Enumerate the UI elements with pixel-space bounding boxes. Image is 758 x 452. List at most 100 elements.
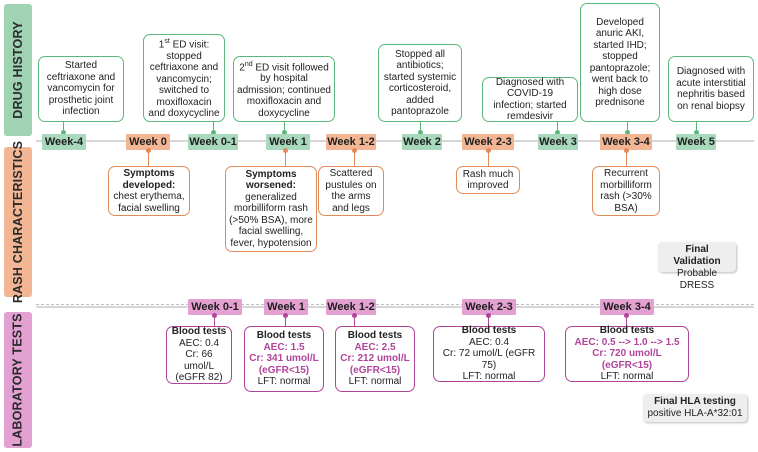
timeline-dot [624,313,629,318]
connector-line [626,151,627,166]
timeline-dot [486,313,491,318]
timeline-dot [211,130,216,135]
timeline-dot [486,148,491,153]
lab-result-box: Blood tests AEC: 1.5 Cr: 341 umol/L (eGF… [244,326,324,392]
week-tag-drug: Week 1 [266,134,310,150]
final-hla-box: Final HLA testing positive HLA-A*32:01 [643,394,747,422]
rash-event-box: Recurrent morbilliform rash (>30% BSA) [592,166,660,216]
timeline-dot [283,148,288,153]
lab-aec-value: AEC: 1.5 [263,341,305,353]
lab-result-title: Blood tests [461,325,517,337]
timeline-dot [212,313,217,318]
lab-result-title: Blood tests [599,325,655,337]
lab-cr-value: Cr: 66 umol/L (eGFR 82) [175,349,223,384]
week-tag-rash: Week 0 [126,134,170,150]
ordinal-suffix: nd [244,60,253,68]
lab-aec-value: AEC: 0.4 [178,337,220,349]
drug-event-box: 2nd ED visit followed by hospital admiss… [233,56,335,122]
lab-result-title: Blood tests [256,330,312,342]
drug-event-text: Diagnosed with COVID-19 infection; start… [493,76,567,123]
drug-event-text: 2nd ED visit followed by hospital admiss… [237,59,331,120]
connector-line [420,122,421,133]
timeline-dot [555,130,560,135]
timeline-dot [694,130,699,135]
connector-line [213,122,214,133]
connector-line [354,316,355,326]
drug-event-text: Diagnosed with acute interstitial nephri… [676,66,746,112]
timeline-dot [418,130,423,135]
drug-event-box: Stopped all antibiotics; started systemi… [378,44,462,122]
drug-event-box: Developed anuric AKI, started IHD; stopp… [580,3,660,122]
drug-event-text-body: ED visit followed by hospital admission;… [237,61,331,119]
section-lab-label: LABORATORY TESTS [11,313,25,447]
connector-line [63,122,64,133]
rash-event-box: Symptoms developed: chest erythema, faci… [108,166,190,216]
section-rash-label: RASH CHARACTERISTICS [11,140,25,304]
connector-line [148,151,149,166]
ordinal-number: 2 [239,61,245,73]
final-hla-title: Final HLA testing [654,396,736,407]
timeline-dot [352,313,357,318]
week-tag-lab: Week 2-3 [462,299,516,315]
drug-event-box: Started ceftriaxone and vancomycin for p… [38,56,124,122]
week-tag-lab: Week 0-1 [188,299,242,315]
lab-result-box: Blood tests AEC: 2.5 Cr: 212 umol/L (eGF… [335,326,415,392]
lab-result-box: Blood tests AEC: 0.4 Cr: 66 umol/L (eGFR… [166,326,232,384]
rash-event-text: chest erythema, facial swelling [113,191,185,214]
week-tag-lab: Week 3-4 [600,299,654,315]
lab-aec-value: AEC: 0.4 [468,336,510,348]
lab-aec-value: AEC: 0.5 --> 1.0 --> 1.5 [574,336,680,348]
timeline-dot [61,130,66,135]
timeline-dot [282,130,287,135]
lab-timeline-bar [36,306,754,308]
rash-event-text: Scattered pustules on the arms and legs [325,168,377,214]
week-tag-drug: Week-4 [42,134,86,150]
week-tag-lab: Week 1 [264,299,308,315]
connector-line [285,316,286,326]
lab-result-box: Blood tests AEC: 0.5 --> 1.0 --> 1.5 Cr:… [565,325,689,383]
lab-aec-value: AEC: 2.5 [354,341,396,353]
week-tag-rash: Week 3-4 [600,134,652,150]
ordinal-suffix: st [164,38,170,46]
section-drug-label: DRUG HISTORY [11,21,25,119]
connector-line [557,122,558,133]
lab-lft-value: LFT: normal [348,376,402,388]
week-tag-drug: Week 3 [538,134,578,150]
ordinal-number: 1 [158,39,165,51]
rash-event-heading: Symptoms worsened: [245,168,297,192]
timeline-dot [625,130,630,135]
lab-cr-value: Cr: 341 umol/L (eGFR<15) [249,353,319,376]
week-tag-lab: Week 1-2 [326,299,376,315]
section-rash-characteristics: RASH CHARACTERISTICS [4,141,32,303]
drug-event-box: Diagnosed with COVID-19 infection; start… [482,77,578,122]
drug-event-box: Diagnosed with acute interstitial nephri… [668,56,754,122]
connector-line [285,151,286,166]
lab-result-title: Blood tests [171,326,227,338]
rash-event-text: Recurrent morbilliform rash (>30% BSA) [600,168,652,214]
timeline-dot [352,148,357,153]
final-validation-box: Final Validation Probable DRESS [658,242,736,291]
drug-event-text: 1st ED visit: stopped ceftriaxone and va… [147,36,221,120]
connector-line [354,151,355,166]
final-validation-title: Final Validation [673,244,721,267]
lab-lft-value: LFT: normal [257,376,311,388]
rash-event-heading: Symptoms developed: [122,168,176,191]
week-tag-rash: Week 1-2 [326,134,376,150]
rash-event-text: generalized morbilliform rash (>50% BSA)… [229,191,313,249]
rash-event-text: Rash much improved [462,168,514,192]
connector-line [488,151,489,166]
connector-line [284,122,285,133]
lab-cr-value: Cr: 72 umol/L (eGFR 75) [442,348,536,371]
drug-event-text: Stopped all antibiotics; started systemi… [383,48,457,118]
rash-timeline-bar [36,140,754,142]
lab-lft-value: LFT: normal [600,371,654,383]
lab-result-title: Blood tests [347,330,403,342]
connector-line [214,316,215,326]
section-divider [36,304,754,305]
lab-lft-value: LFT: normal [462,371,516,383]
week-tag-rash: Week 2-3 [462,134,514,150]
drug-event-text: Started ceftriaxone and vancomycin for p… [46,60,116,118]
lab-result-box: Blood tests AEC: 0.4 Cr: 72 umol/L (eGFR… [433,325,545,383]
week-tag-drug: Week 2 [402,134,442,150]
connector-line [626,316,627,326]
